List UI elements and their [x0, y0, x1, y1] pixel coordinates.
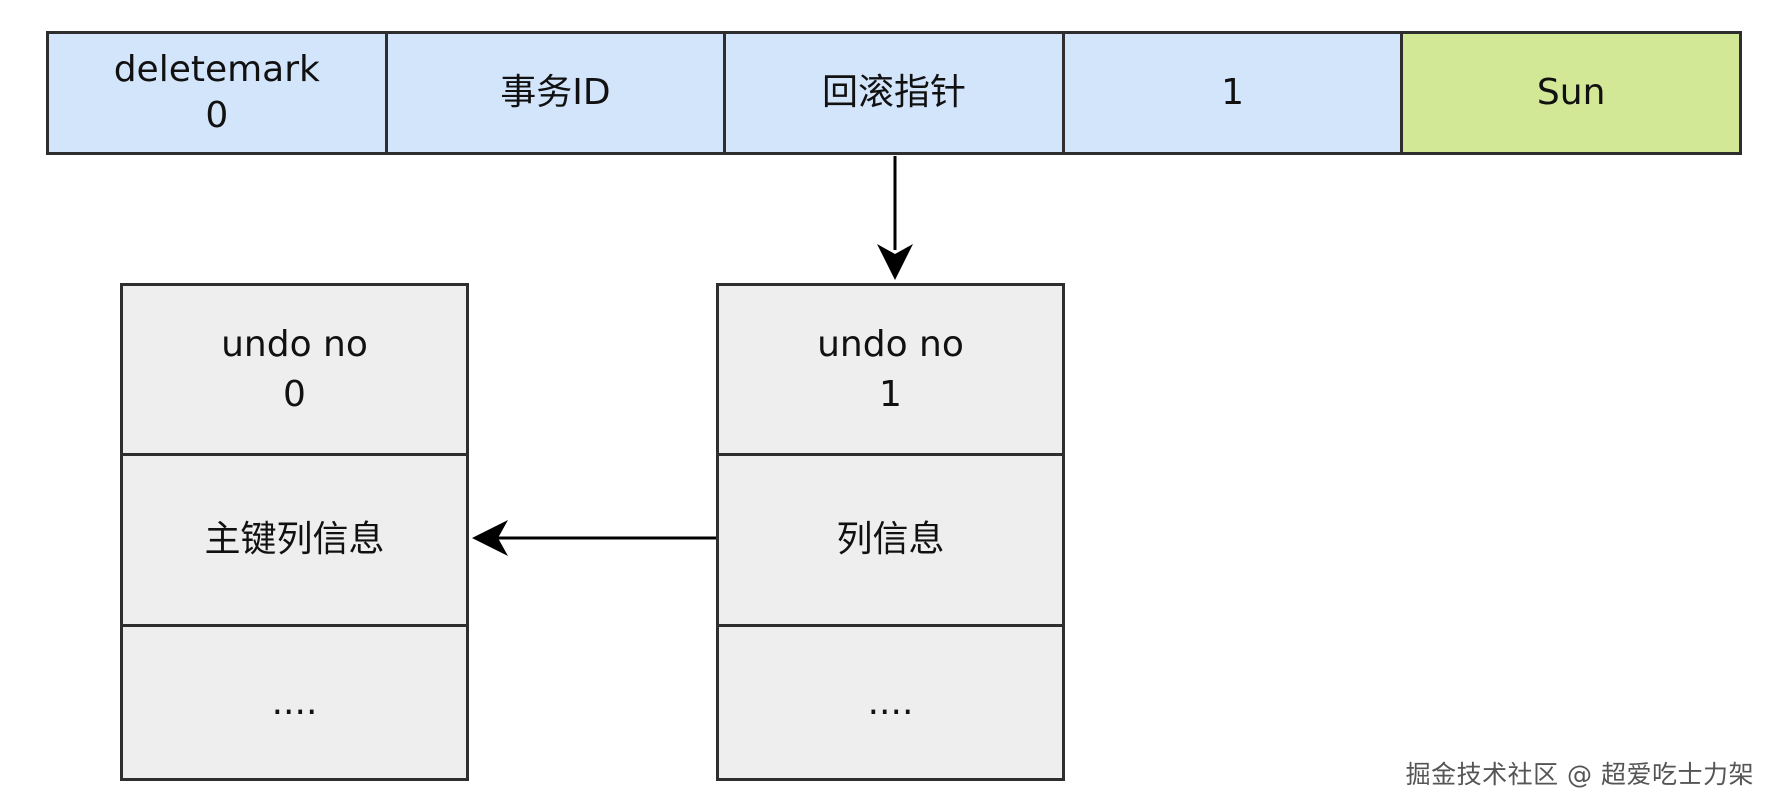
cell-deletemark-value: 0: [205, 95, 229, 136]
cell-id-value-label: 1: [1221, 72, 1245, 113]
cell-id-value: 1: [1064, 34, 1404, 152]
watermark: 掘金技术社区 @ 超爱吃士力架: [1405, 760, 1754, 789]
undo-log-1-header-label: undo no: [817, 323, 964, 365]
undo-log-1-header: undo no 1: [719, 286, 1062, 456]
undo-log-0-header-label: undo no: [221, 323, 368, 365]
undo-log-1-number: 1: [879, 373, 902, 415]
cell-roll-pointer: 回滚指针: [726, 34, 1065, 152]
cell-deletemark-label: deletemark: [113, 49, 320, 90]
undo-log-1-middle-label: 列信息: [836, 519, 945, 560]
undo-log-0-middle: 主键列信息: [123, 456, 466, 627]
cell-deletemark: deletemark 0: [49, 34, 388, 152]
cell-name-value-label: Sun: [1536, 72, 1606, 113]
cell-name-value: Sun: [1403, 34, 1739, 152]
cell-transaction-id-label: 事务ID: [500, 72, 611, 113]
arrow-roll-pointer-to-undo-1: [877, 156, 913, 280]
record-row: deletemark 0 事务ID 回滚指针 1 Sun: [46, 31, 1742, 155]
undo-log-1-bottom: ....: [719, 627, 1062, 778]
undo-log-0-bottom: ....: [123, 627, 466, 778]
undo-log-1-middle: 列信息: [719, 456, 1062, 627]
cell-roll-pointer-label: 回滚指针: [821, 72, 966, 113]
undo-log-0: undo no 0 主键列信息 ....: [120, 283, 469, 781]
arrow-undo-1-to-undo-0: [472, 520, 716, 556]
undo-log-0-middle-label: 主键列信息: [204, 519, 385, 560]
cell-transaction-id: 事务ID: [387, 34, 727, 152]
undo-log-0-header: undo no 0: [123, 286, 466, 456]
undo-log-1-ellipsis: ....: [867, 681, 914, 723]
undo-log-0-ellipsis: ....: [271, 681, 318, 723]
undo-log-0-number: 0: [283, 373, 306, 415]
undo-log-1: undo no 1 列信息 ....: [716, 283, 1065, 781]
